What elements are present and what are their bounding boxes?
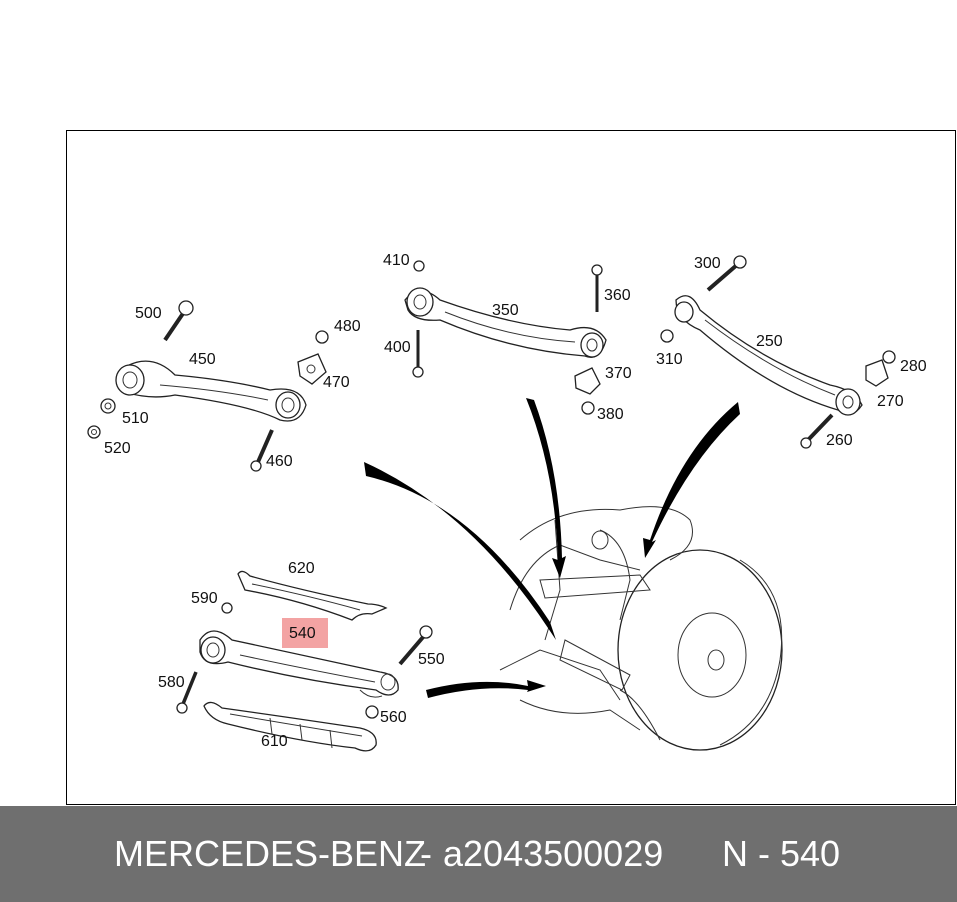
callout-360: 360 — [604, 287, 631, 304]
control-arm-540 — [199, 630, 399, 698]
callout-500: 500 — [135, 305, 162, 322]
control-arm-250 — [674, 295, 863, 416]
highlight-540 — [282, 618, 328, 648]
nut-480 — [315, 330, 329, 344]
eccentric-washer-270 — [865, 359, 889, 387]
callout-590: 590 — [191, 590, 218, 607]
control-arm-350 — [404, 287, 607, 358]
exploded-parts-diagram: 500 450 480 470 510 520 460 410 350 360 … — [87, 252, 927, 752]
nut-520 — [87, 425, 101, 439]
cover-620 — [237, 570, 388, 621]
brand-name: MERCEDES-BENZ — [114, 833, 427, 874]
nut-310 — [660, 329, 674, 343]
callout-560: 560 — [380, 709, 407, 726]
callout-400: 400 — [384, 339, 411, 356]
callout-260: 260 — [826, 432, 853, 449]
callout-480: 480 — [334, 318, 361, 335]
nut-280 — [882, 350, 896, 364]
callout-280: 280 — [900, 358, 927, 375]
part-number: a2043500029 — [443, 833, 664, 874]
callout-410: 410 — [383, 252, 410, 269]
callout-300: 300 — [694, 255, 721, 272]
pointer-arrow-350 — [526, 398, 566, 578]
callout-270: 270 — [877, 393, 904, 410]
wheel-hub-assembly — [499, 506, 783, 751]
callout-470: 470 — [323, 374, 350, 391]
callout-250: 250 — [756, 333, 783, 350]
washer-590 — [221, 602, 233, 614]
bolt-300 — [706, 262, 740, 292]
bolt-460 — [256, 429, 274, 463]
bolt-260 — [806, 413, 834, 442]
callout-450: 450 — [189, 351, 216, 368]
callout-610: 610 — [261, 733, 288, 750]
callout-540: 540 — [289, 625, 316, 642]
callout-370: 370 — [605, 365, 632, 382]
bolt-580 — [181, 671, 198, 705]
pointer-arrow-250 — [643, 402, 740, 558]
washer-510 — [100, 398, 116, 414]
pointer-arrow-540 — [426, 680, 546, 698]
callout-580: 580 — [158, 674, 185, 691]
callout-520: 520 — [104, 440, 131, 457]
bolt-550 — [398, 634, 426, 666]
footer-separator: - — [420, 833, 432, 874]
callout-460: 460 — [266, 453, 293, 470]
position-reference: N - 540 — [722, 833, 841, 874]
diagram-frame — [66, 130, 956, 805]
eccentric-washer-470 — [297, 353, 327, 385]
callout-380: 380 — [597, 406, 624, 423]
callout-550: 550 — [418, 651, 445, 668]
cover-610 — [203, 701, 377, 752]
callout-510: 510 — [122, 410, 149, 427]
callout-350: 350 — [492, 302, 519, 319]
bolt-500 — [163, 300, 194, 342]
eccentric-washer-370 — [574, 367, 601, 395]
footer-bar: MERCEDES-BENZ - a2043500029 N - 540 — [0, 806, 957, 902]
callout-620: 620 — [288, 560, 315, 577]
nut-560 — [365, 705, 379, 719]
control-arm-450 — [115, 360, 307, 422]
callout-310: 310 — [656, 351, 683, 368]
nut-380 — [581, 401, 595, 415]
pointer-arrow-450 — [364, 462, 556, 640]
nut-410 — [413, 260, 425, 272]
